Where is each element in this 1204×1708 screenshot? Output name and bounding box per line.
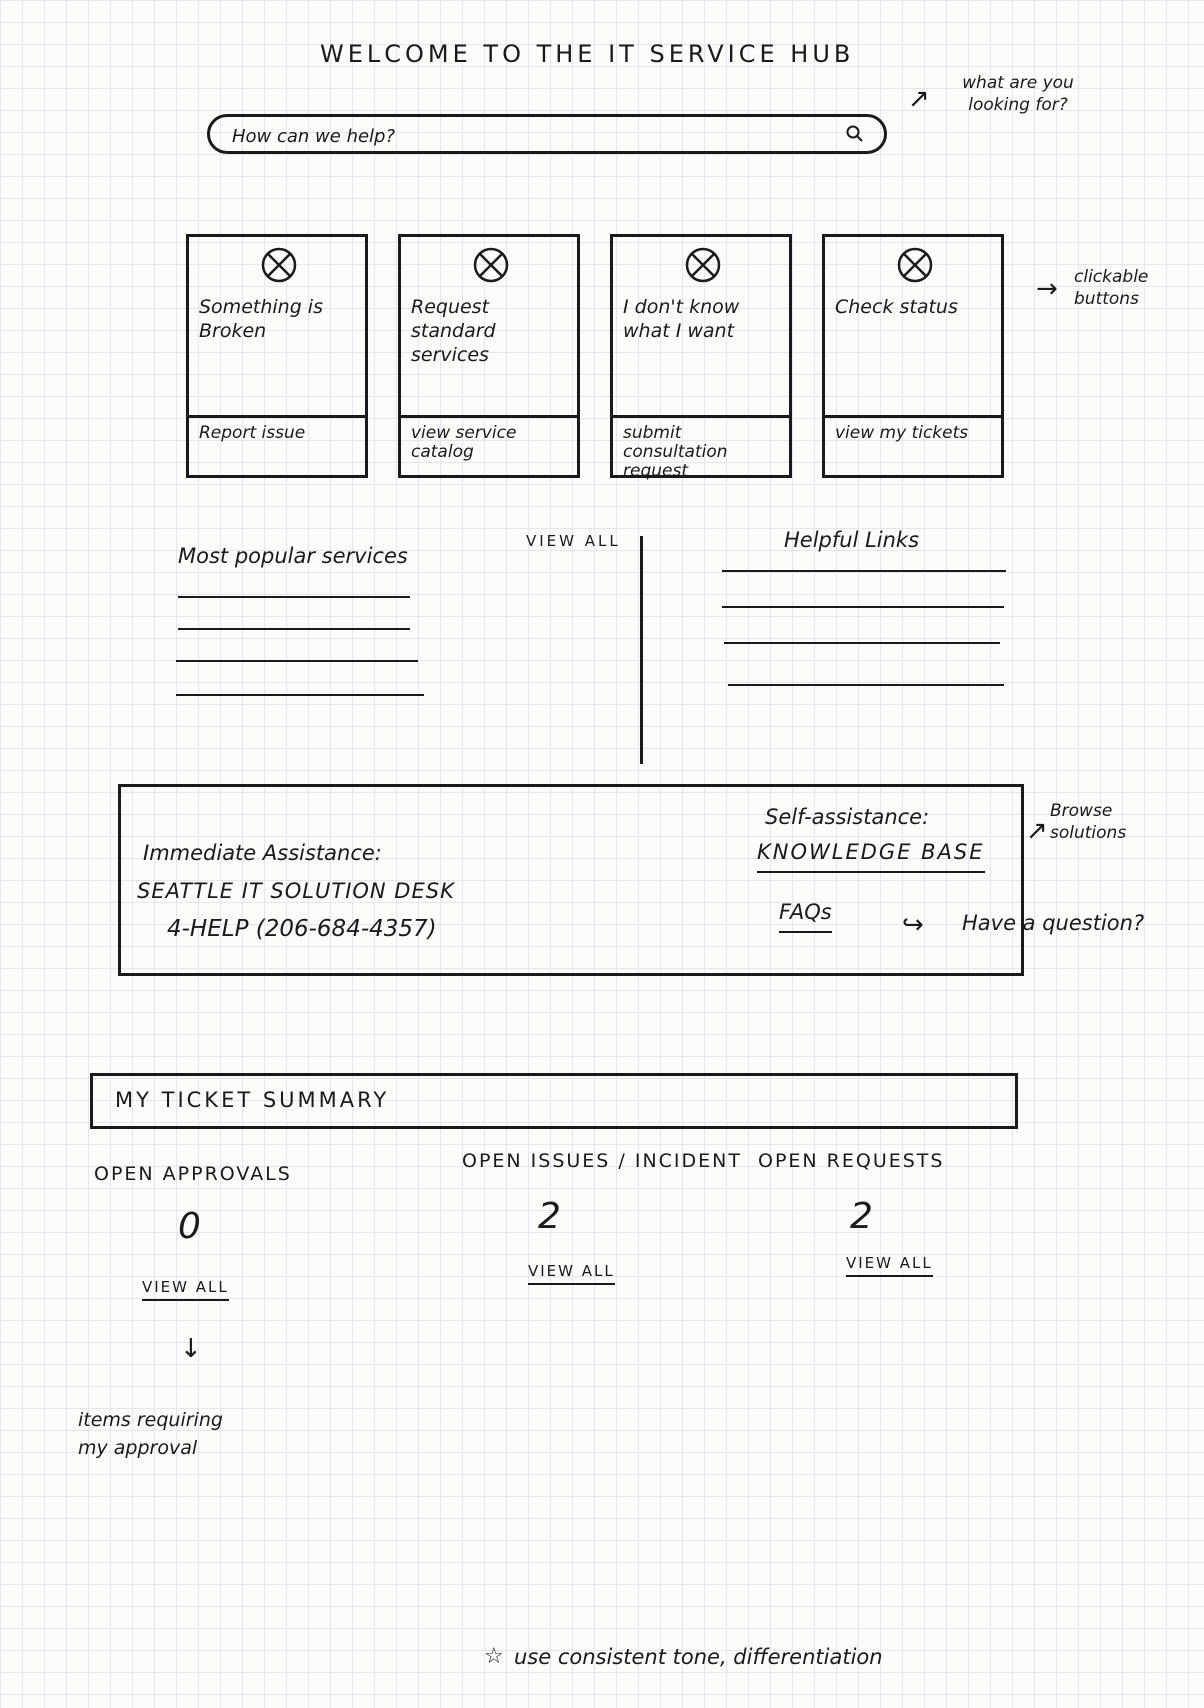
card-dont-know[interactable]: I don't know what I want submit consulta… xyxy=(610,234,792,481)
helpful-link-item[interactable] xyxy=(724,642,1000,644)
approvals-annotation: items requiring my approval xyxy=(78,1409,223,1459)
search-bar[interactable] xyxy=(207,114,887,154)
page-title: WELCOME TO THE IT SERVICE HUB xyxy=(320,40,855,68)
view-my-tickets-button[interactable]: view my tickets xyxy=(825,415,1001,475)
search-icon[interactable] xyxy=(844,123,866,145)
cards-annotation: clickable buttons xyxy=(1074,267,1149,309)
popular-services-title: Most popular services xyxy=(178,544,408,568)
ticket-summary-header: MY TICKET SUMMARY xyxy=(90,1073,1018,1129)
arrow-icon: ↪ xyxy=(902,910,924,940)
assistance-panel: Immediate Assistance: SEATTLE IT SOLUTIO… xyxy=(118,784,1024,976)
faqs-link[interactable]: FAQs xyxy=(779,897,832,933)
card-title: Request standard services xyxy=(411,296,496,366)
open-issues-label: OPEN ISSUES / INCIDENT xyxy=(462,1150,742,1172)
solution-desk-name: SEATTLE IT SOLUTION DESK xyxy=(137,879,455,903)
open-requests-label: OPEN REQUESTS xyxy=(758,1150,945,1172)
placeholder-icon xyxy=(473,247,509,283)
helpful-links-title: Helpful Links xyxy=(784,528,920,552)
arrow-icon: ↗ xyxy=(908,84,930,114)
ticket-summary-title: MY TICKET SUMMARY xyxy=(115,1088,390,1112)
immediate-assistance-label: Immediate Assistance: xyxy=(143,841,382,865)
popular-service-item[interactable] xyxy=(176,660,418,662)
placeholder-icon xyxy=(261,247,297,283)
helpful-link-item[interactable] xyxy=(722,570,1006,572)
card-something-broken[interactable]: Something is Broken Report issue xyxy=(186,234,368,478)
placeholder-icon xyxy=(685,247,721,283)
open-issues-view-all-link[interactable]: VIEW ALL xyxy=(528,1262,615,1285)
placeholder-icon xyxy=(897,247,933,283)
card-title: Check status xyxy=(835,296,958,318)
solution-desk-phone: 4-HELP (206-684-4357) xyxy=(167,916,437,942)
open-issues-count: 2 xyxy=(538,1196,561,1237)
open-approvals-label: OPEN APPROVALS xyxy=(94,1163,292,1185)
popular-service-item[interactable] xyxy=(176,694,424,696)
section-divider xyxy=(640,536,643,764)
knowledge-base-link[interactable]: KNOWLEDGE BASE xyxy=(757,837,985,873)
helpful-link-item[interactable] xyxy=(728,684,1004,686)
popular-service-item[interactable] xyxy=(178,628,410,630)
star-icon: ☆ xyxy=(484,1644,504,1669)
search-annotation: what are you looking for? xyxy=(962,73,1074,115)
open-requests-count: 2 xyxy=(850,1196,873,1237)
faq-annotation: Have a question? xyxy=(962,911,1145,935)
knowledge-base-annotation: Browse solutions xyxy=(1050,801,1127,843)
card-title: Something is Broken xyxy=(199,296,323,342)
card-request-services[interactable]: Request standard services view service c… xyxy=(398,234,580,478)
submit-consultation-button[interactable]: submit consultation request xyxy=(613,415,789,481)
popular-view-all-link[interactable]: VIEW ALL xyxy=(526,532,621,550)
report-issue-button[interactable]: Report issue xyxy=(189,415,365,475)
view-service-catalog-button[interactable]: view service catalog xyxy=(401,415,577,475)
arrow-icon: ↗ xyxy=(1026,816,1048,846)
helpful-link-item[interactable] xyxy=(722,606,1004,608)
search-input[interactable] xyxy=(230,123,814,149)
self-assistance-label: Self-assistance: xyxy=(765,805,930,829)
open-requests-view-all-link[interactable]: VIEW ALL xyxy=(846,1254,933,1277)
arrow-down-icon: ↓ xyxy=(180,1334,202,1364)
open-approvals-count: 0 xyxy=(178,1206,201,1247)
popular-service-item[interactable] xyxy=(178,596,410,598)
footer-annotation: use consistent tone, differentiation xyxy=(514,1645,883,1669)
open-approvals-view-all-link[interactable]: VIEW ALL xyxy=(142,1278,229,1301)
arrow-icon: → xyxy=(1036,274,1058,304)
card-check-status[interactable]: Check status view my tickets xyxy=(822,234,1004,478)
card-title: I don't know what I want xyxy=(623,296,740,342)
